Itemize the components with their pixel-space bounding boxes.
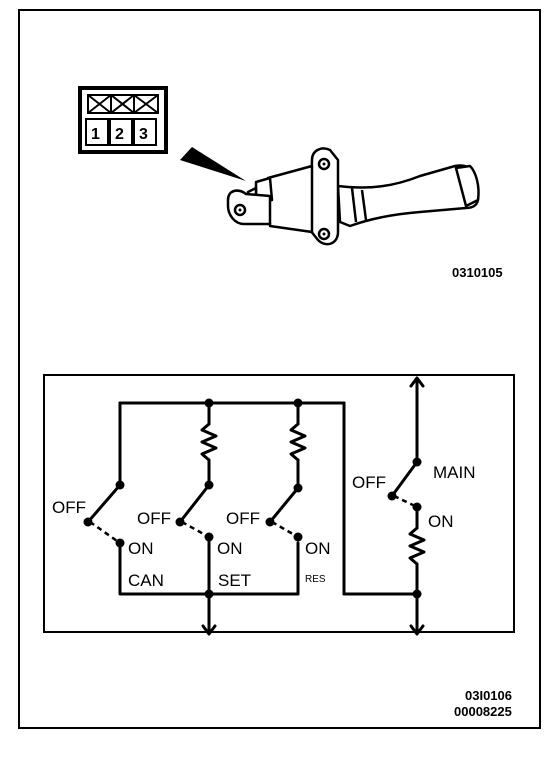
can-name-label: CAN: [128, 571, 164, 590]
outer-border: [18, 9, 541, 729]
document-code: 00008225: [454, 704, 512, 719]
figure-code-bottom: 03I0106: [465, 688, 512, 703]
res-name-label: RES: [305, 574, 326, 585]
circuit-frame: [43, 374, 515, 633]
res-on-label: ON: [305, 539, 331, 558]
connector-pin-3: 3: [139, 126, 148, 143]
main-on-label: ON: [428, 512, 454, 531]
circuit-wiring: [83, 376, 426, 636]
main-off-label: OFF: [352, 473, 386, 492]
set-on-label: ON: [217, 539, 243, 558]
combination-switch-illustration: [226, 147, 480, 246]
set-off-label: OFF: [137, 509, 171, 528]
pointer-arrow-icon: [180, 147, 246, 181]
connector-pin-2: 2: [115, 126, 124, 143]
set-name-label: SET: [218, 571, 251, 590]
connector-pin-1: 1: [91, 126, 100, 143]
can-off-label: OFF: [52, 498, 86, 517]
connector-diagram: 1 2 3: [78, 86, 168, 154]
can-on-label: ON: [128, 539, 154, 558]
main-name-label: MAIN: [433, 463, 476, 482]
figure-code-top: 0310105: [452, 265, 503, 280]
res-off-label: OFF: [226, 509, 260, 528]
